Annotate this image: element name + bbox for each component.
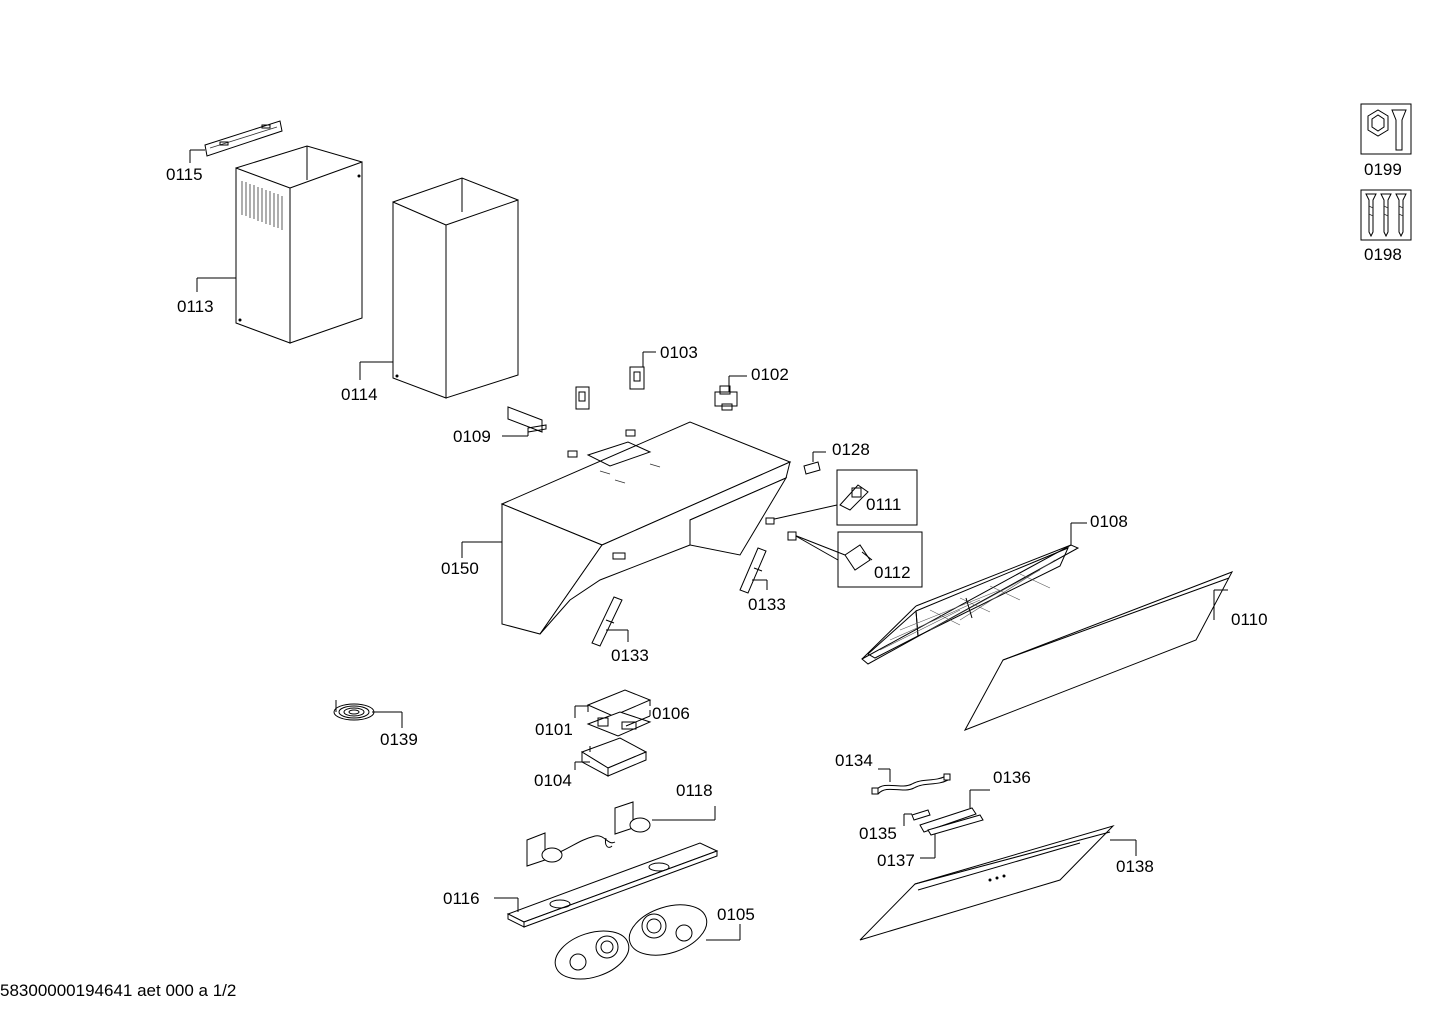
part-0110-glass-panel[interactable] [963,571,1234,731]
part-0138-control-panel[interactable] [859,824,1137,941]
part-0102-hinge-block[interactable] [714,375,747,411]
part-label-0139: 0139 [380,730,418,749]
part-label-0101: 0101 [535,720,573,739]
part-label-0111: 0111 [866,495,901,514]
part-0104-module-housing[interactable] [574,737,648,777]
part-0137-control-strip[interactable] [920,814,984,859]
part-label-0138: 0138 [1116,857,1154,876]
part-0101-module-cover[interactable] [574,689,652,722]
part-label-0112: 0112 [874,563,911,582]
part-label-0113: 0113 [177,297,214,316]
part-label-0135: 0135 [859,824,897,843]
part-0134-cable[interactable] [871,768,951,795]
document-reference-footer: 58300000194641 aet 000 a 1/2 [0,981,237,1000]
part-0114-lower-chimney[interactable] [359,177,519,399]
part-0111-hinge-assembly[interactable] [769,469,918,526]
part-label-0108: 0108 [1090,512,1128,531]
part-0112-bracket-assembly[interactable] [765,517,923,588]
tools-icon-label: 0199 [1364,160,1402,179]
part-0150-hood-body[interactable] [461,421,792,635]
part-0135-connector[interactable] [903,809,931,826]
part-label-0104: 0104 [534,771,572,790]
part-label-0128: 0128 [832,440,870,459]
part-0128-clip[interactable] [803,451,826,475]
part-label-0134: 0134 [835,751,873,770]
part-label-0136: 0136 [993,768,1031,787]
part-0103-clip[interactable] [575,351,656,410]
part-label-0115: 0115 [166,165,203,184]
part-0118-light-brackets[interactable] [526,801,716,867]
part-0105-halogen-lamps[interactable] [549,896,741,988]
part-0106-control-board[interactable] [586,710,652,737]
part-label-0103: 0103 [660,343,698,362]
part-0113-upper-chimney[interactable] [196,145,363,344]
part-0133-gas-strut-left[interactable] [591,596,629,647]
part-0133-gas-strut-right[interactable] [739,547,768,594]
part-label-0114: 0114 [341,385,378,404]
part-label-0102: 0102 [751,365,789,384]
part-label-0116: 0116 [443,889,480,908]
part-label-0106: 0106 [652,704,690,723]
part-label-0133-a: 0133 [748,595,786,614]
tools-icon[interactable] [1360,103,1412,155]
part-label-0133-b: 0133 [611,646,649,665]
part-small-clips [567,429,636,458]
screws-icon[interactable] [1360,189,1412,241]
part-label-0150: 0150 [441,559,479,578]
screws-icon-label: 0198 [1364,245,1402,264]
part-0115-wall-bracket[interactable] [189,120,283,163]
part-0116-light-panel[interactable] [494,842,719,928]
part-label-0109: 0109 [453,427,491,446]
part-label-0105: 0105 [717,905,755,924]
part-0139-coil[interactable] [333,700,403,728]
part-label-0137: 0137 [877,851,915,870]
part-0108-grease-filter[interactable] [861,522,1087,665]
part-0136-board[interactable] [919,789,990,833]
part-0109-cover-plate[interactable] [502,406,547,437]
part-label-0118: 0118 [676,781,713,800]
part-label-0110: 0110 [1231,610,1268,629]
